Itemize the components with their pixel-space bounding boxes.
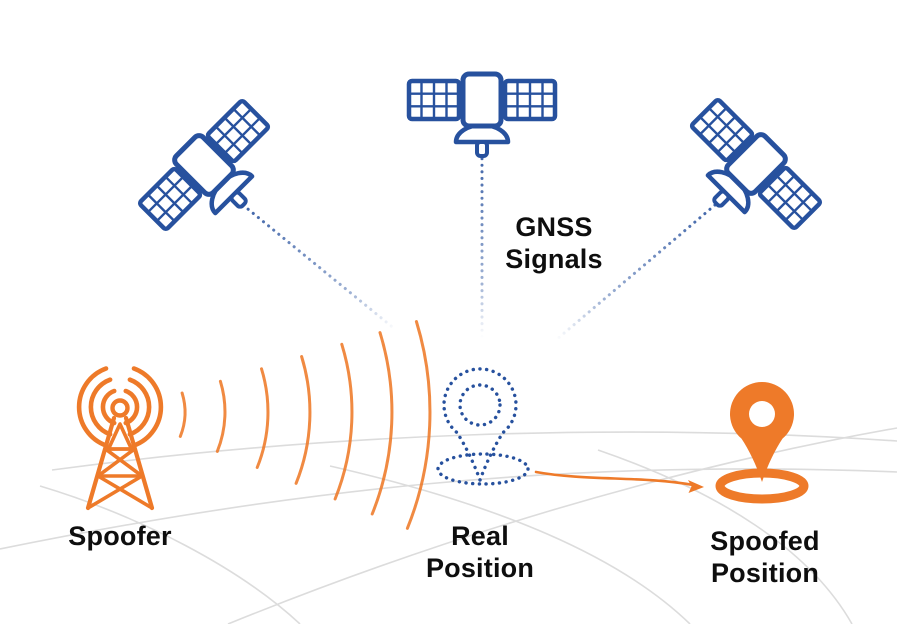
satellite-left-icon bbox=[134, 95, 295, 256]
satellite-right-icon bbox=[665, 94, 826, 255]
spoof-displacement-arrow bbox=[534, 470, 704, 493]
gnss-signals-label: GNSS Signals bbox=[505, 212, 603, 274]
spoofed-position-pin-icon bbox=[715, 382, 809, 504]
real-position-pin-icon bbox=[436, 367, 530, 486]
signal-line-right bbox=[554, 203, 717, 342]
spoofed-position-label: Spoofed Position bbox=[710, 526, 820, 588]
spoofer-label: Spoofer bbox=[68, 521, 172, 551]
real-position-label: Real Position bbox=[425, 521, 535, 583]
spoofer-wave-arcs bbox=[178, 320, 432, 530]
signal-line-left bbox=[241, 203, 398, 332]
gnss-signal-lines bbox=[241, 150, 717, 342]
radio-tower-icon bbox=[76, 366, 164, 511]
satellite-center-icon bbox=[409, 74, 555, 156]
